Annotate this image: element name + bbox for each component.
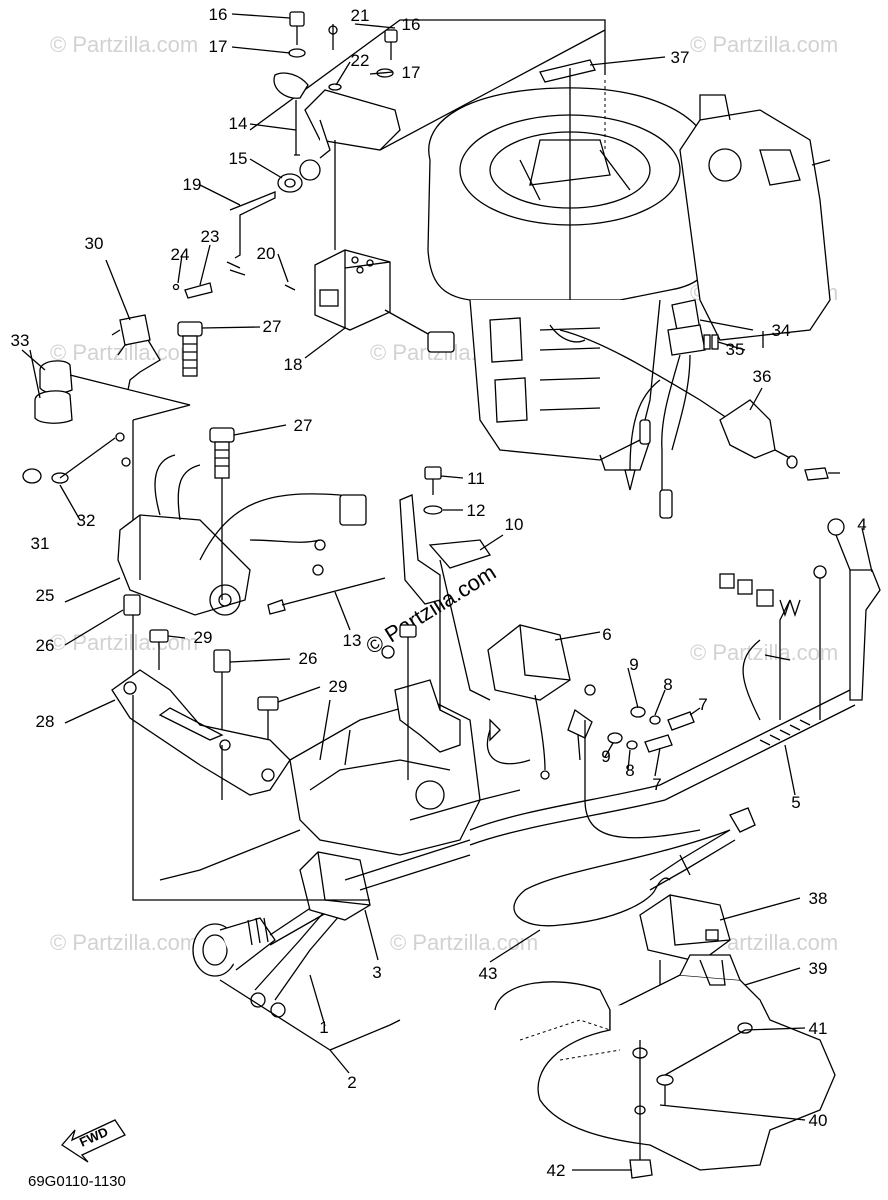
watermark-text: © Partzilla.com bbox=[690, 32, 838, 57]
watermark-text: © Partzilla.com bbox=[390, 930, 538, 955]
callout-8b: 8 bbox=[625, 761, 634, 780]
callout-29b: 29 bbox=[329, 677, 348, 696]
cable-part-4 bbox=[813, 518, 881, 720]
callout-16b: 16 bbox=[402, 15, 421, 34]
throttle-link-parts bbox=[172, 173, 303, 299]
callout-8a: 8 bbox=[663, 675, 672, 694]
callout-43: 43 bbox=[479, 964, 498, 983]
watermark-text: © Partzilla.com bbox=[50, 32, 198, 57]
caps-part-33 bbox=[34, 360, 73, 424]
bolt-part-27-lower bbox=[209, 427, 235, 600]
callout-15: 15 bbox=[229, 149, 248, 168]
callout-5: 5 bbox=[791, 793, 800, 812]
relay-part-6 bbox=[486, 624, 571, 780]
callout-38: 38 bbox=[809, 889, 828, 908]
callout-13: 13 bbox=[343, 631, 362, 650]
watermark-text: © Partzilla.com bbox=[50, 340, 198, 365]
callout-17a: 17 bbox=[209, 37, 228, 56]
callout-3: 3 bbox=[372, 963, 381, 982]
callout-23: 23 bbox=[201, 227, 220, 246]
grip-part-37 bbox=[539, 59, 606, 300]
lower-case-drawing bbox=[159, 699, 521, 881]
callout-30: 30 bbox=[85, 234, 104, 253]
callout-18: 18 bbox=[284, 355, 303, 374]
base-part-39 bbox=[494, 954, 836, 1179]
callout-21: 21 bbox=[351, 6, 370, 25]
watermark-text: © Partzilla.com bbox=[50, 630, 198, 655]
callout-9a: 9 bbox=[629, 655, 638, 674]
callout-17b: 17 bbox=[402, 63, 421, 82]
callout-29a: 29 bbox=[194, 628, 213, 647]
callout-37: 37 bbox=[671, 48, 690, 67]
callout-36: 36 bbox=[753, 367, 772, 386]
callout-27a: 27 bbox=[263, 317, 282, 336]
callout-2: 2 bbox=[347, 1073, 356, 1092]
callout-33: 33 bbox=[11, 331, 30, 350]
switch-part-18 bbox=[314, 249, 455, 353]
watermark-text: © Partzilla.com bbox=[50, 930, 198, 955]
nut-part-31 bbox=[22, 437, 116, 484]
assembly-lines bbox=[132, 420, 370, 901]
harness-part-5 bbox=[469, 573, 856, 846]
top-bracket-assembly bbox=[249, 11, 606, 250]
callout-32: 32 bbox=[77, 511, 96, 530]
callout-42: 42 bbox=[547, 1161, 566, 1180]
callout-9b: 9 bbox=[601, 747, 610, 766]
lower-bracket bbox=[381, 624, 461, 780]
callout-1: 1 bbox=[319, 1018, 328, 1037]
callout-28: 28 bbox=[36, 712, 55, 731]
engine-block-drawing bbox=[427, 87, 831, 471]
callout-11: 11 bbox=[467, 469, 485, 488]
callout-24: 24 bbox=[171, 245, 190, 264]
callout-19: 19 bbox=[183, 175, 202, 194]
callout-27b: 27 bbox=[294, 416, 313, 435]
callout-4: 4 bbox=[857, 515, 866, 534]
callout-26b: 26 bbox=[299, 649, 318, 668]
coil-part-25 bbox=[115, 432, 367, 616]
cable-part-43 bbox=[513, 807, 756, 927]
callout-12: 12 bbox=[467, 501, 486, 520]
switch-part-30 bbox=[111, 314, 161, 391]
callout-6: 6 bbox=[602, 625, 611, 644]
callout-14: 14 bbox=[229, 114, 248, 133]
callout-20: 20 bbox=[257, 244, 276, 263]
callout-39: 39 bbox=[809, 959, 828, 978]
callout-7b: 7 bbox=[652, 775, 661, 794]
bracket-part-10 bbox=[399, 466, 492, 740]
callout-35: 35 bbox=[726, 340, 745, 359]
diagram-code: 69G0110-1130 bbox=[28, 1173, 126, 1190]
cdi-part-38 bbox=[639, 877, 731, 990]
bolt-part-27-upper bbox=[69, 321, 203, 421]
fwd-arrow-icon: FWD bbox=[61, 1119, 126, 1163]
hardware-parts-7-8-9 bbox=[567, 684, 701, 839]
callout-41: 41 bbox=[809, 1019, 828, 1038]
callout-10: 10 bbox=[505, 515, 524, 534]
callout-22: 22 bbox=[351, 51, 370, 70]
callout-40: 40 bbox=[809, 1111, 828, 1130]
callout-7a: 7 bbox=[698, 695, 707, 714]
callout-26a: 26 bbox=[36, 636, 55, 655]
tie-part-13 bbox=[267, 577, 386, 615]
watermark-text: © Partzilla.com bbox=[690, 640, 838, 665]
callout-16a: 16 bbox=[209, 5, 228, 24]
callout-labels: 1 2 3 4 5 6 7 7 8 8 9 9 10 11 12 13 14 1… bbox=[11, 5, 867, 1180]
switch-parts-1-3 bbox=[192, 839, 471, 1018]
plate-part-28 bbox=[111, 669, 291, 796]
connector-parts-34-36 bbox=[559, 299, 840, 519]
callout-31: 31 bbox=[31, 534, 50, 553]
leader-lines bbox=[21, 13, 873, 1171]
callout-34: 34 bbox=[772, 321, 791, 340]
callout-25: 25 bbox=[36, 586, 55, 605]
